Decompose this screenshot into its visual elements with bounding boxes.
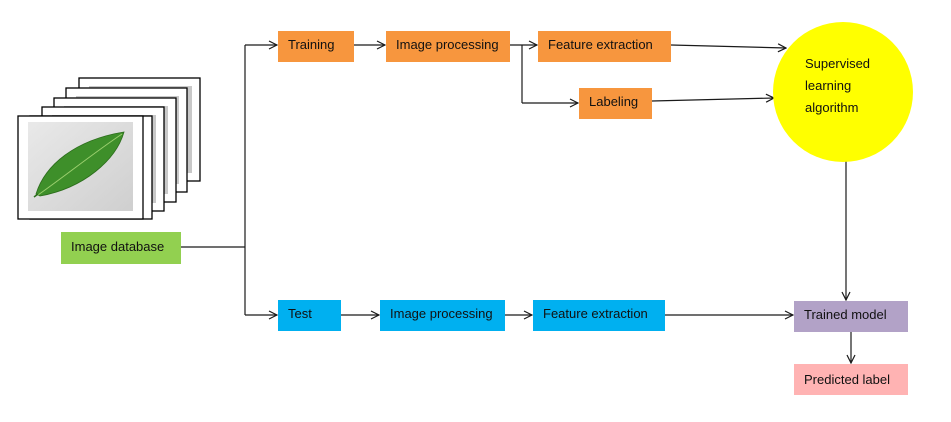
test-image-processing-label: Image processing bbox=[390, 306, 493, 321]
connector-lines bbox=[181, 45, 851, 363]
test-label: Test bbox=[288, 306, 312, 321]
training-image-processing-box: Image processing bbox=[386, 31, 510, 62]
image-database-label: Image database bbox=[71, 239, 165, 254]
training-box: Training bbox=[278, 31, 354, 62]
image-stack bbox=[17, 77, 201, 220]
image-database-box: Image database bbox=[61, 232, 181, 264]
test-feature-extraction-label: Feature extraction bbox=[543, 306, 648, 321]
supervised-learning-circle: Supervised learning algorithm bbox=[773, 22, 913, 162]
test-image-processing-box: Image processing bbox=[380, 300, 505, 331]
supervised-line-3: algorithm bbox=[805, 100, 859, 115]
supervised-line-1: Supervised bbox=[805, 56, 871, 71]
predicted-label-box: Predicted label bbox=[794, 364, 908, 395]
test-box: Test bbox=[278, 300, 341, 331]
leaf-image bbox=[33, 131, 125, 198]
trained-model-box: Trained model bbox=[794, 301, 908, 332]
training-label: Training bbox=[288, 37, 335, 52]
labeling-box: Labeling bbox=[579, 88, 652, 119]
labeling-label: Labeling bbox=[589, 94, 639, 109]
supervised-line-2: learning bbox=[805, 78, 852, 93]
predicted-label-label: Predicted label bbox=[804, 372, 890, 387]
training-feature-extraction-label: Feature extraction bbox=[548, 37, 653, 52]
training-image-processing-label: Image processing bbox=[396, 37, 499, 52]
trained-model-label: Trained model bbox=[804, 307, 887, 322]
training-feature-extraction-box: Feature extraction bbox=[538, 31, 671, 62]
supervised-learning-text: Supervised learning algorithm bbox=[805, 53, 905, 119]
test-feature-extraction-box: Feature extraction bbox=[533, 300, 665, 331]
